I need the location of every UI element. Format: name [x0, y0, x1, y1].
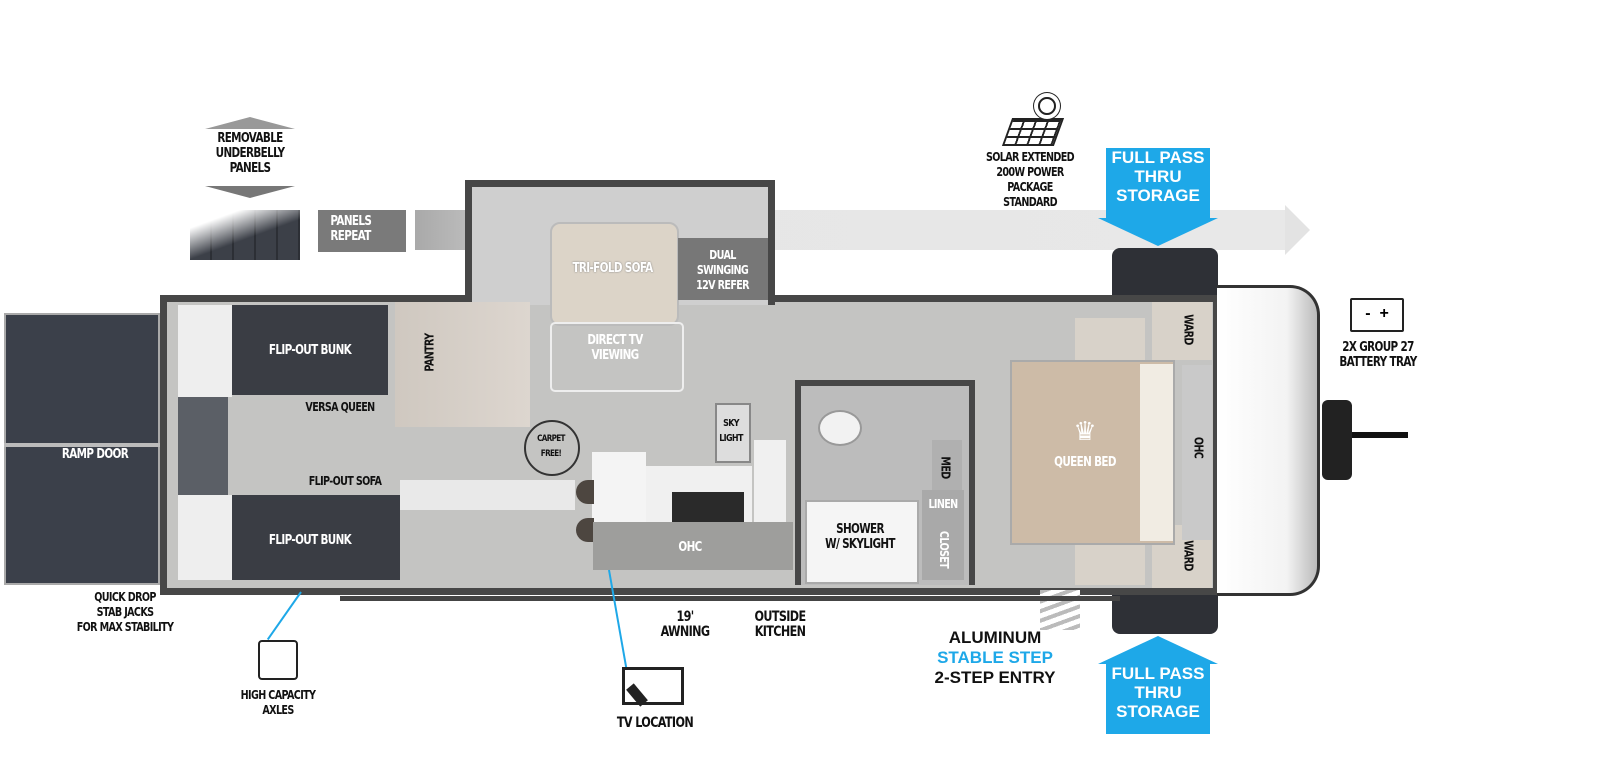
sun-icon [1038, 97, 1056, 115]
wardrobe-top [1152, 302, 1212, 360]
kitchen-ohc-label: OHC [678, 540, 702, 555]
bunk-top [230, 305, 388, 395]
stool-1 [576, 480, 594, 504]
kitchen-counter [592, 452, 646, 522]
pantry [395, 302, 530, 427]
front-cap [1217, 285, 1320, 596]
ramp-door-divider [4, 443, 160, 447]
skylight [715, 403, 751, 463]
stove [672, 492, 744, 522]
stab-jacks-label: QUICK DROP STAB JACKS FOR MAX STABILITY [76, 590, 174, 634]
refer-label: DUAL SWINGING 12V REFER [696, 248, 749, 292]
awning-label: 19' AWNING [660, 609, 710, 640]
storage-bottom-callout: FULL PASS THRU STORAGE [1106, 664, 1210, 734]
rear-door-strip [178, 397, 228, 495]
closet [922, 520, 964, 580]
tv-location-label: TV LOCATION [616, 715, 694, 731]
tri-fold-sofa-label: TRI-FOLD SOFA [572, 261, 653, 276]
panels-repeat-label: PANELS REPEAT [330, 214, 372, 244]
entry-line2: STABLE STEP [937, 648, 1053, 667]
crown-icon: ♛ [1073, 416, 1097, 446]
entry-line3: 2-STEP ENTRY [934, 668, 1056, 687]
bunk-pillow-top [178, 305, 232, 397]
bunk-top-label: FLIP-OUT BUNK [268, 343, 352, 358]
underbelly-label: REMOVABLE UNDERBELLY PANELS [215, 131, 285, 176]
outside-kitchen-label: OUTSIDE KITCHEN [754, 609, 807, 640]
battery-label: 2X GROUP 27 BATTERY TRAY [1339, 340, 1417, 370]
flip-out-sofa-label: FLIP-OUT SOFA [308, 474, 382, 488]
bunk-bottom [230, 495, 400, 580]
flip-out-sofa [400, 480, 575, 510]
ward-bottom-label: WARD [1181, 540, 1196, 571]
direct-tv-label: DIRECT TV VIEWING [587, 333, 643, 363]
ramp-door-label: RAMP DOOR [61, 447, 129, 462]
med-cabinet [932, 440, 962, 490]
skylight-label: SKY LIGHT [719, 418, 743, 444]
battery-icon: - + [1350, 298, 1404, 332]
queen-bed-label: QUEEN BED [1054, 455, 1116, 470]
bunk-pillow-bottom [178, 495, 232, 580]
ramp-door [4, 313, 160, 585]
bed-pillows [1140, 364, 1173, 541]
awning-rail [340, 596, 1120, 601]
bar-arrow-tip [1285, 205, 1310, 255]
axle-callout-line [266, 591, 302, 641]
bunk-bottom-label: FLIP-OUT BUNK [268, 533, 352, 548]
storage-top-compartment [1112, 248, 1218, 300]
bed-ohc [1182, 365, 1212, 540]
down-arrow-icon [205, 186, 295, 198]
versa-queen-label: VERSA QUEEN [305, 400, 375, 414]
entry-line1: ALUMINUM [948, 628, 1042, 647]
kitchen-ohc [593, 522, 793, 570]
solar-label: SOLAR EXTENDED 200W POWER PACKAGE STANDA… [986, 150, 1075, 209]
storage-top-callout: FULL PASS THRU STORAGE [1106, 148, 1210, 218]
direct-tv-viewing [550, 322, 684, 392]
toilet-icon [818, 410, 862, 446]
underbelly-panels [190, 210, 300, 260]
ward-top-label: WARD [1181, 314, 1196, 345]
closet-label: CLOSET [937, 530, 951, 569]
linen [922, 490, 964, 520]
shower-label: SHOWER W/ SKYLIGHT [825, 522, 895, 552]
storage-top-arrow-icon [1098, 218, 1218, 246]
axles-label: HIGH CAPACITY AXLES [240, 688, 316, 717]
storage-bottom-compartment [1112, 588, 1218, 634]
kitchen-sink [754, 440, 786, 522]
tri-fold-sofa [550, 222, 679, 326]
hitch-cable [1352, 432, 1408, 438]
nightstand-bottom [1075, 545, 1145, 585]
carpet-free-label: CARPET FREE! [537, 434, 565, 459]
shower [805, 500, 919, 584]
tv-icon [622, 667, 684, 705]
med-label: MED [938, 456, 953, 479]
up-arrow-icon [205, 117, 295, 129]
pantry-label: PANTRY [422, 333, 437, 372]
stool-2 [576, 518, 594, 542]
scale-icon [258, 640, 298, 680]
ohc-bed-label: OHC [1191, 436, 1206, 459]
nightstand-top [1075, 318, 1145, 360]
carpet-free-badge [524, 420, 580, 476]
storage-bottom-arrow-icon [1098, 636, 1218, 664]
solar-panel-icon [1001, 118, 1065, 146]
tongue-jack [1322, 400, 1352, 480]
panels-repeat-box [318, 210, 406, 252]
refer [678, 238, 768, 300]
linen-label: LINEN [928, 497, 958, 511]
